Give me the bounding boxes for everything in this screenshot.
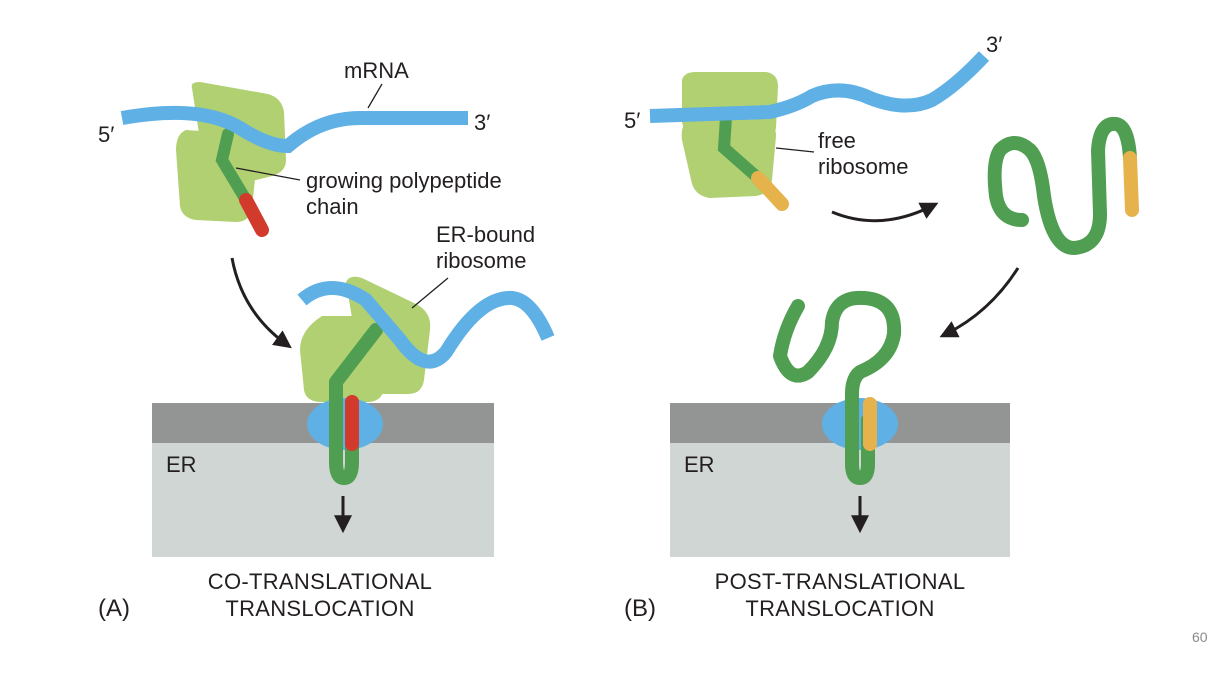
- arrow-to-er-icon: [230, 257, 292, 349]
- mrna-strand: [297, 281, 555, 369]
- er-label: ER: [166, 452, 197, 477]
- growing-polypeptide-label-line2: chain: [306, 194, 359, 219]
- polypeptide-translocating: [773, 290, 902, 485]
- caption-line1: POST-TRANSLATIONAL: [715, 569, 966, 594]
- panel-a-translating-ribosome: [120, 82, 468, 237]
- panel-b: 5′ 3′ free ribosome ER POST-TRANSLATIONA…: [624, 32, 1139, 622]
- er-label: ER: [684, 452, 715, 477]
- panel-b-label: (B): [624, 595, 656, 622]
- er-ribosome-leader-line: [411, 277, 449, 309]
- er-lumen: [152, 443, 494, 557]
- polypeptide-leader-line: [235, 167, 301, 181]
- three-prime-label: 3′: [474, 110, 490, 135]
- er-bound-ribosome-label-line1: ER-bound: [436, 222, 535, 247]
- mrna-strand: [120, 105, 468, 154]
- caption-line2: TRANSLOCATION: [225, 596, 414, 621]
- mrna-strand: [649, 51, 990, 123]
- growing-polypeptide-chain: [717, 112, 764, 184]
- page-number: 60: [1192, 629, 1208, 645]
- polypeptide-chain: [987, 116, 1137, 256]
- caption-line2: TRANSLOCATION: [745, 596, 934, 621]
- growing-polypeptide-label-line1: growing polypeptide: [306, 168, 502, 193]
- free-ribosome-leader-line: [775, 147, 815, 153]
- mrna-leader-line: [367, 83, 383, 109]
- arrow-to-er-icon: [939, 267, 1020, 338]
- panel-a-label: (A): [98, 595, 130, 622]
- folded-polypeptide: [987, 116, 1139, 256]
- caption-line1: CO-TRANSLATIONAL: [208, 569, 432, 594]
- signal-sequence-orange: [1123, 151, 1139, 217]
- signal-sequence-orange: [751, 171, 789, 211]
- polypeptide-in-translocon: [329, 323, 383, 485]
- panel-b-free-ribosome: [649, 51, 990, 211]
- five-prime-label: 5′: [98, 122, 114, 147]
- panel-a-er-bound-ribosome: [297, 276, 555, 485]
- panel-a: 5′ 3′ mRNA growing polypeptide chain ER …: [98, 58, 555, 622]
- mrna-label: mRNA: [344, 58, 409, 83]
- growing-polypeptide-chain: [215, 128, 252, 206]
- three-prime-label: 3′: [986, 32, 1002, 57]
- ribosome-small-subunit: [176, 130, 258, 222]
- free-ribosome-label-line2: ribosome: [818, 154, 908, 179]
- translocon-channel: [822, 398, 898, 450]
- five-prime-label: 5′: [624, 108, 640, 133]
- arrow-to-folded-protein-icon: [831, 202, 939, 223]
- free-ribosome-label-line1: free: [818, 128, 856, 153]
- er-lumen: [670, 443, 1010, 557]
- er-bound-ribosome-label-line2: ribosome: [436, 248, 526, 273]
- signal-sequence-red: [239, 193, 269, 237]
